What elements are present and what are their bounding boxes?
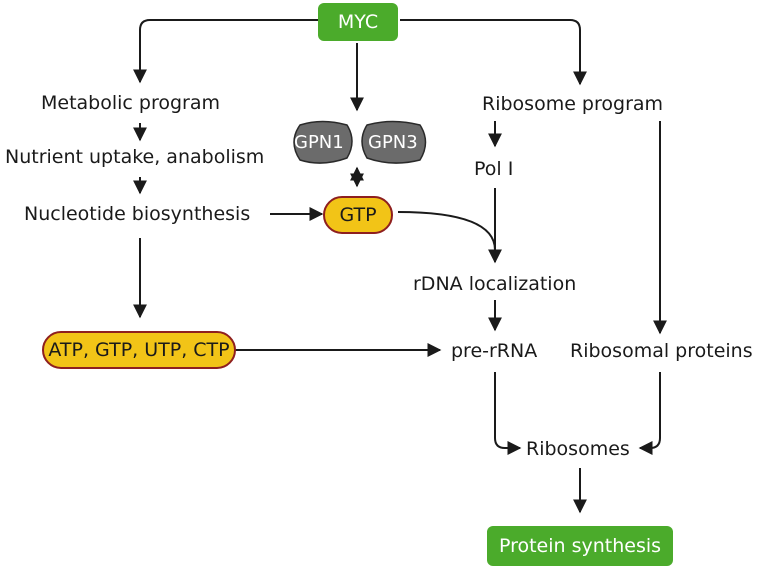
myc-label: MYC — [337, 10, 379, 33]
arrow-gtp-to-rdna-localization — [397, 211, 502, 264]
nucleotide-biosynthesis-label: Nucleotide biosynthesis — [24, 203, 251, 225]
arrow-myc-to-ribosome-program — [400, 19, 587, 86]
myc-node: MYC — [318, 3, 398, 41]
rdna-localization-label: rDNA localization — [413, 273, 577, 295]
arrow-pre-rrna-to-ribosomes — [494, 372, 522, 455]
atp-gtp-utp-ctp-label: ATP, GTP, UTP, CTP — [48, 338, 230, 361]
atp-gtp-utp-ctp-node: ATP, GTP, UTP, CTP — [42, 331, 236, 369]
pol-i-label: Pol I — [474, 158, 514, 180]
pre-rrna-label: pre-rRNA — [451, 340, 538, 362]
ribosomes-label: Ribosomes — [526, 438, 630, 460]
nutrient-uptake-label: Nutrient uptake, anabolism — [5, 146, 265, 168]
gpn3-shape — [361, 120, 427, 164]
gtp-node: GTP — [323, 196, 393, 234]
gpn1-label: GPN1 — [294, 132, 344, 153]
ribosome-program-label: Ribosome program — [482, 93, 664, 115]
gpn3-label: GPN3 — [368, 132, 418, 153]
metabolic-program-label: Metabolic program — [41, 92, 221, 114]
ribosomal-proteins-label: Ribosomal proteins — [570, 340, 753, 362]
gpn1-shape — [293, 120, 353, 164]
protein-synthesis-label: Protein synthesis — [498, 534, 662, 557]
arrow-ribosomal-proteins-to-ribosomes — [638, 372, 661, 455]
arrow-myc-to-metabolic-program — [133, 19, 318, 84]
gtp-label: GTP — [339, 203, 377, 226]
protein-synthesis-node: Protein synthesis — [487, 526, 673, 566]
